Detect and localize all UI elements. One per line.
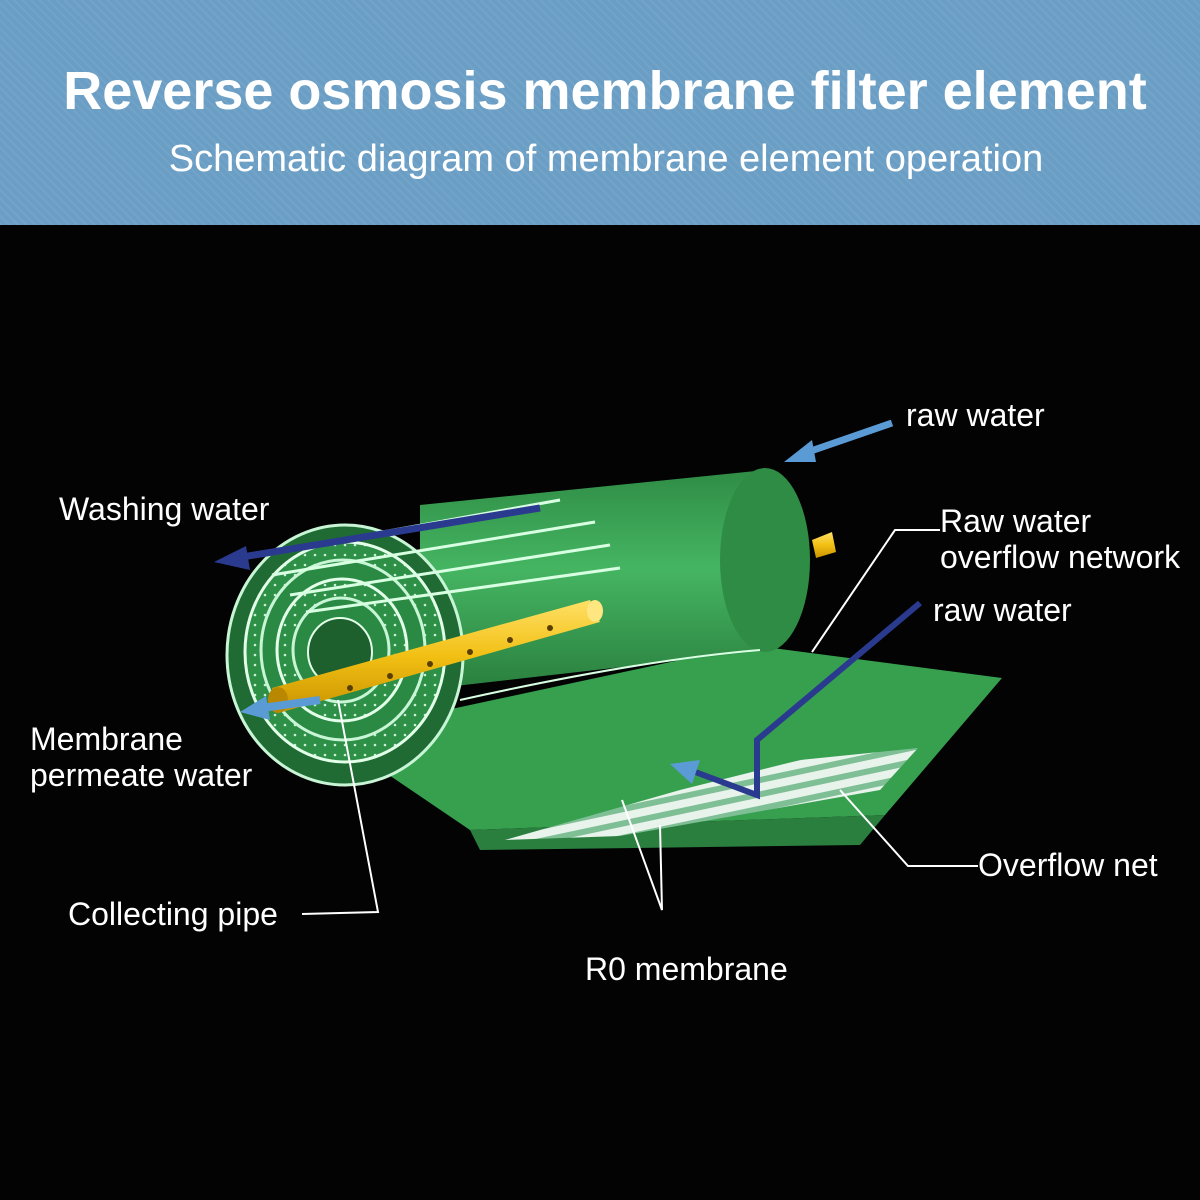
header-banner: Reverse osmosis membrane filter element … [0,0,1200,225]
washing-water-arrow [214,504,541,570]
leader-lines [301,529,978,915]
leader-collecting-pipe [301,699,380,915]
overflow-net-stripes [505,748,918,840]
label-membrane-permeate-water: Membrane permeate water [30,721,252,793]
label-line: Membrane [30,721,183,757]
membrane-sheet [330,645,1002,850]
raw-water-mid-arrow [670,600,922,800]
page-title: Reverse osmosis membrane filter element [63,61,1147,121]
ro-membrane-diagram [214,419,1002,915]
label-raw-water-top: raw water [906,397,1045,433]
permeate-water-arrow [240,696,321,720]
label-raw-water-mid: raw water [933,592,1072,628]
label-collecting-pipe: Collecting pipe [68,896,278,932]
label-line: permeate water [30,757,253,793]
label-overflow-net: Overflow net [978,847,1158,883]
raw-water-top-arrow [784,419,894,462]
leader-ro-membrane [621,799,663,911]
label-raw-water-overflow-network: Raw water overflow network [940,503,1180,575]
page-subtitle: Schematic diagram of membrane element op… [168,138,1044,180]
label-washing-water: Washing water [59,491,270,527]
label-line: Raw water [940,503,1092,539]
leader-overflow-network [811,529,940,653]
leader-overflow-net [839,789,978,867]
label-line: overflow network [940,539,1181,575]
label-ro-membrane: R0 membrane [585,951,788,987]
